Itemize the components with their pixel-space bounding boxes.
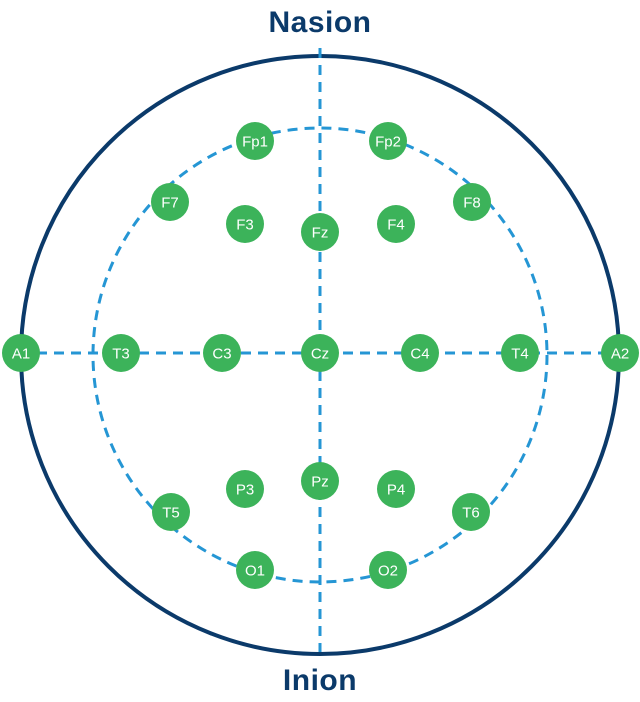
- electrode-label: O1: [245, 563, 265, 580]
- electrode-dot: [401, 334, 439, 372]
- electrode-label: P4: [387, 482, 405, 499]
- electrode-f4: F4: [377, 205, 415, 243]
- electrode-dot: [377, 205, 415, 243]
- electrode-dot: [501, 334, 539, 372]
- electrode-c3: C3: [203, 334, 241, 372]
- electrode-dot: [452, 493, 490, 531]
- electrode-dot: [601, 334, 639, 372]
- electrode-f7: F7: [151, 183, 189, 221]
- electrode-dot: [2, 334, 40, 372]
- electrode-c4: C4: [401, 334, 439, 372]
- electrode-dot: [301, 334, 339, 372]
- electrode-o2: O2: [369, 551, 407, 589]
- electrode-fz: Fz: [301, 213, 339, 251]
- electrode-label: Cz: [311, 346, 329, 363]
- electrode-label: A2: [611, 346, 629, 363]
- electrode-cz: Cz: [301, 334, 339, 372]
- electrode-dot: [151, 183, 189, 221]
- electrode-f8: F8: [453, 183, 491, 221]
- electrode-dot: [369, 551, 407, 589]
- electrode-o1: O1: [236, 551, 274, 589]
- electrode-label: Fp2: [375, 134, 401, 151]
- electrode-label: T5: [162, 505, 180, 522]
- electrode-dot: [377, 470, 415, 508]
- inner-dashed-circle: [91, 126, 549, 584]
- electrode-dot: [226, 205, 264, 243]
- electrode-label: Fp1: [242, 134, 268, 151]
- electrode-label: F7: [161, 195, 179, 212]
- electrode-p4: P4: [377, 470, 415, 508]
- electrode-label: F3: [236, 217, 254, 234]
- electrode-t4: T4: [501, 334, 539, 372]
- electrode-dot: [203, 334, 241, 372]
- electrode-label: T3: [112, 346, 130, 363]
- electrode-label: Pz: [311, 474, 329, 491]
- electrode-fp2: Fp2: [369, 122, 407, 160]
- electrode-label: C4: [410, 346, 429, 363]
- electrode-f3: F3: [226, 205, 264, 243]
- electrode-a1: A1: [2, 334, 40, 372]
- electrode-label: T6: [462, 505, 480, 522]
- electrode-dot: [301, 462, 339, 500]
- electrode-label: T4: [511, 346, 529, 363]
- electrode-t3: T3: [102, 334, 140, 372]
- electrode-dot: [369, 122, 407, 160]
- electrode-dot: [102, 334, 140, 372]
- electrode-fp1: Fp1: [236, 122, 274, 160]
- inion-label: Inion: [282, 664, 358, 697]
- electrode-label: Fz: [312, 225, 329, 242]
- electrode-dot: [453, 183, 491, 221]
- electrode-a2: A2: [601, 334, 639, 372]
- electrode-label: O2: [378, 563, 398, 580]
- electrode-label: P3: [236, 482, 254, 499]
- electrode-t6: T6: [452, 493, 490, 531]
- electrode-pz: Pz: [301, 462, 339, 500]
- electrode-label: F8: [463, 195, 481, 212]
- electrode-label: A1: [12, 346, 30, 363]
- electrode-dot: [301, 213, 339, 251]
- electrode-label: F4: [387, 217, 405, 234]
- electrode-t5: T5: [152, 493, 190, 531]
- electrode-label: C3: [212, 346, 231, 363]
- electrode-dot: [152, 493, 190, 531]
- nasion-label: Nasion: [268, 6, 372, 39]
- electrode-p3: P3: [226, 470, 264, 508]
- electrode-dot: [226, 470, 264, 508]
- electrode-dot: [236, 551, 274, 589]
- electrode-dot: [236, 122, 274, 160]
